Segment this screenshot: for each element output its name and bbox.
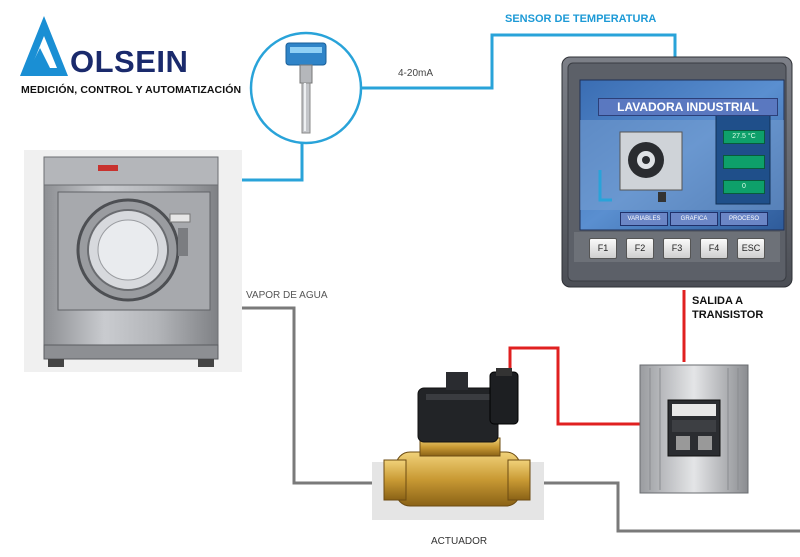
hmi-tab-grafica: GRAFICA	[670, 212, 718, 226]
hmi-tab-variables: VARIABLES	[620, 212, 668, 226]
temperature-sensor	[249, 31, 363, 145]
logo-triangle-icon	[20, 16, 68, 76]
steam-pipe	[216, 306, 800, 533]
hmi-key-f1: F1	[589, 238, 617, 259]
hmi-title: LAVADORA INDUSTRIAL	[598, 98, 778, 116]
output-label-line2: TRANSISTOR	[692, 309, 764, 321]
logo-wordmark: OLSEIN	[70, 44, 189, 79]
steam-label: VAPOR DE AGUA	[246, 290, 328, 301]
hmi-side-value-1: 27.5 °C	[723, 130, 765, 144]
hmi-key-f2: F2	[626, 238, 654, 259]
hmi-key-f3: F3	[663, 238, 691, 259]
hmi-key-f4: F4	[700, 238, 728, 259]
solid-state-relay	[639, 364, 749, 494]
hmi-key-esc: ESC	[737, 238, 765, 259]
signal-wire	[220, 33, 677, 182]
solenoid-valve	[372, 368, 544, 520]
signal-label: 4-20mA	[398, 68, 434, 79]
industrial-washer	[24, 150, 242, 372]
hmi-side-value-2	[723, 155, 765, 169]
hmi-side-value-3: 0	[723, 180, 765, 194]
hmi-tab-proceso: PROCESO	[720, 212, 768, 226]
sensor-label: SENSOR DE TEMPERATURA	[505, 13, 657, 25]
output-label-line1: SALIDA A	[692, 295, 744, 307]
actuator-label: ACTUADOR	[431, 536, 488, 547]
logo-tagline: MEDICIÓN, CONTROL Y AUTOMATIZACIÓN	[21, 84, 242, 96]
